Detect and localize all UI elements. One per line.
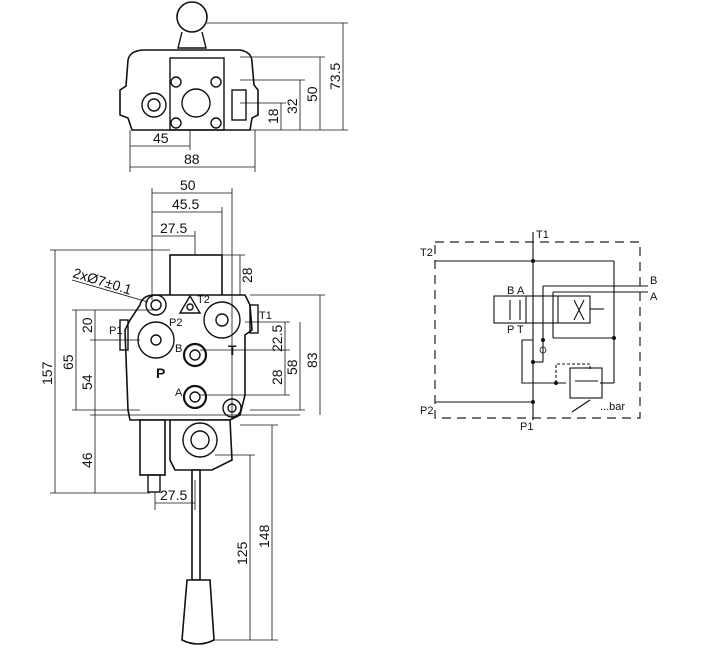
schematic-p1: P1	[520, 421, 533, 433]
dim-65: 65	[60, 354, 76, 370]
dim-20: 20	[79, 317, 95, 333]
lever-rod	[191, 469, 201, 581]
top-view: 45 88 18 32 50 73.5	[119, 1, 348, 172]
schematic-a: A	[650, 291, 658, 303]
dim-88: 88	[184, 151, 200, 167]
dim-22-5: 22.5	[269, 325, 285, 352]
dim-157: 157	[39, 361, 55, 385]
dim-58: 58	[284, 359, 300, 375]
dim-27-5-top: 27.5	[160, 220, 187, 236]
top-center-block	[169, 57, 225, 131]
dim-73-5: 73.5	[327, 63, 343, 90]
dim-45: 45	[153, 130, 169, 146]
schematic-p2: P2	[420, 405, 433, 417]
schematic-t1: T1	[536, 229, 549, 241]
port-label-t1: T1	[259, 310, 272, 322]
dim-50: 50	[180, 177, 196, 193]
dim-32: 32	[284, 98, 300, 114]
front-view: P2 T2 T1 P1 B A T P 2xØ7±0.1 50 45.5 27.…	[39, 177, 325, 645]
valve-label-b: B	[507, 285, 514, 297]
dim-148: 148	[256, 524, 272, 548]
dim-28: 28	[269, 369, 285, 385]
port-label-b: B	[175, 343, 182, 355]
schematic-b: B	[650, 275, 657, 287]
dim-50: 50	[304, 86, 320, 102]
dim-54: 54	[79, 374, 95, 390]
port-label-p2: P2	[169, 317, 182, 329]
dim-27-5-bottom: 27.5	[160, 487, 187, 503]
dim-18: 18	[265, 108, 281, 124]
dashed-boundary	[434, 241, 641, 419]
spool-cap	[169, 254, 223, 298]
valve-label-t: T	[517, 324, 524, 336]
port-label-p1: P1	[109, 325, 122, 337]
lever-housing	[169, 419, 233, 471]
hole-note: 2xØ7±0.1	[71, 265, 134, 298]
schematic-t2: T2	[420, 247, 433, 259]
port-label-a: A	[175, 387, 183, 399]
valve-label-p: P	[507, 324, 514, 336]
lower-fitting	[139, 419, 166, 476]
valve-label-a: A	[517, 285, 525, 297]
dim-125: 125	[234, 541, 250, 565]
lever-grip	[181, 579, 215, 645]
dim-83: 83	[304, 352, 320, 368]
port-label-t2: T2	[197, 294, 210, 306]
dim-46: 46	[79, 452, 95, 468]
dim-28-top: 28	[239, 267, 255, 283]
hydraulic-schematic: T1 T2 P2 P1 B A B A P T ...bar	[420, 229, 658, 433]
port-label-p: P	[156, 365, 165, 381]
lever-ball	[176, 1, 208, 33]
dim-45-5: 45.5	[172, 196, 199, 212]
relief-setting: ...bar	[600, 401, 625, 413]
lever-boot	[177, 31, 207, 49]
